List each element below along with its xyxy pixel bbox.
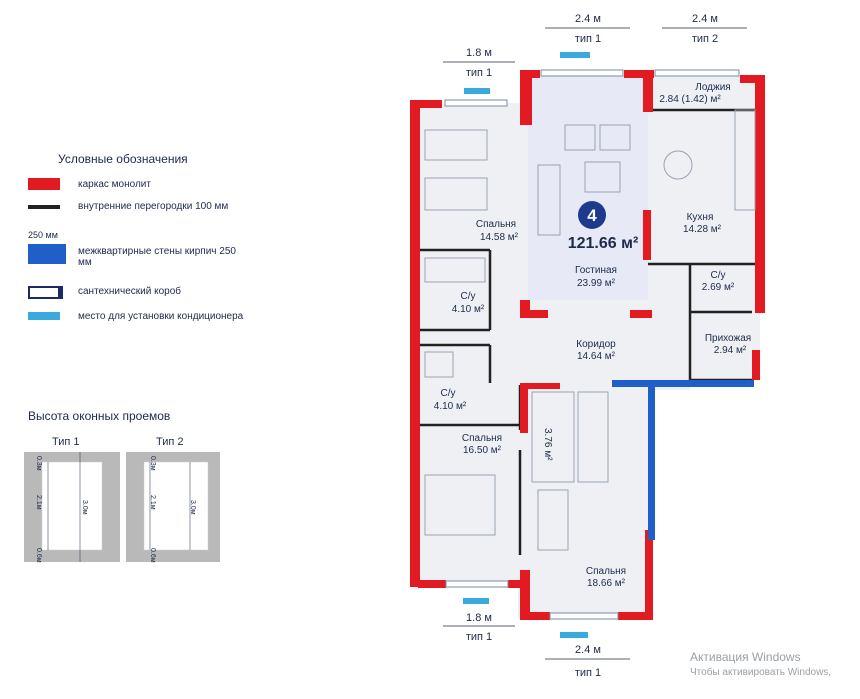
window-3-type: тип 1 bbox=[466, 67, 492, 79]
window-2-width: 2.4 м bbox=[692, 13, 718, 25]
room-kitchen-area: 14.28 м² bbox=[683, 224, 722, 235]
room-wc3-name: С/у bbox=[441, 388, 456, 399]
legend-label-monolith: каркас монолит bbox=[78, 179, 151, 190]
legend-item-partitions: внутренние перегородки 100 мм bbox=[28, 201, 288, 225]
legend-label-partitions: внутренние перегородки 100 мм bbox=[78, 201, 229, 212]
room-wc2-name: С/у bbox=[461, 291, 476, 302]
room-corridor-area: 14.64 м² bbox=[577, 351, 616, 362]
monolith-walls bbox=[410, 70, 765, 620]
legend-item-brick: 250 мм межквартирные стены кирпич 250 мм bbox=[28, 230, 288, 268]
room-living-area: 23.99 м² bbox=[577, 278, 616, 289]
window-2-type: тип 2 bbox=[692, 33, 718, 45]
room-hall-area: 2.94 м² bbox=[714, 345, 747, 356]
window-4-width: 1.8 м bbox=[466, 612, 492, 624]
legend-item-monolith: каркас монолит bbox=[28, 178, 288, 202]
legend-brick-note: 250 мм bbox=[28, 230, 58, 240]
room-loggia-area: 2.84 (1.42) м² bbox=[659, 94, 721, 105]
window-type-2-label: Тип 2 bbox=[156, 436, 184, 448]
room-corridor-name: Коридор bbox=[576, 339, 616, 350]
brick-walls bbox=[612, 380, 754, 540]
room-closet-area: 3.76 м² bbox=[542, 428, 553, 461]
legend-label-ac: место для установки кондиционера bbox=[78, 311, 244, 322]
room-bedroom2-name: Спальня bbox=[462, 433, 502, 444]
room-bedroom1-name: Спальня bbox=[476, 219, 516, 230]
room-loggia-name: Лоджия bbox=[695, 82, 730, 93]
window-type-1-diagram bbox=[24, 452, 120, 562]
window-3-width: 1.8 м bbox=[466, 47, 492, 59]
room-living-name: Гостиная bbox=[575, 265, 617, 276]
black-line-icon bbox=[28, 205, 60, 209]
room-kitchen-name: Кухня bbox=[687, 212, 714, 223]
window-heights-title: Высота оконных проемов bbox=[28, 409, 171, 423]
room-bedroom1-area: 14.58 м² bbox=[480, 232, 519, 243]
rooms-count-badge bbox=[578, 201, 606, 229]
window-1-type: тип 1 bbox=[575, 33, 601, 45]
ac-markers bbox=[463, 52, 590, 638]
room-wc3-area: 4.10 м² bbox=[434, 401, 467, 412]
shaft-box-icon bbox=[28, 286, 63, 299]
legend-item-ac: место для установки кондиционера bbox=[28, 310, 288, 334]
blue-block-icon bbox=[28, 244, 66, 264]
legend-label-brick: межквартирные стены кирпич 250 мм bbox=[78, 246, 236, 268]
room-wc1-name: С/у bbox=[711, 270, 726, 281]
window-dimensions: 2.4 м тип 1 2.4 м тип 2 1.8 м тип 1 1.8 … bbox=[443, 13, 747, 679]
red-swatch-icon bbox=[28, 178, 60, 190]
watermark-line2: Чтобы активировать Windows, bbox=[690, 667, 832, 678]
window-type-2-diagram bbox=[126, 452, 220, 562]
window-5-width: 2.4 м bbox=[575, 644, 601, 656]
room-bedroom2-area: 16.50 м² bbox=[463, 445, 502, 456]
window-type-1-label: Тип 1 bbox=[52, 436, 80, 448]
room-bedroom3-name: Спальня bbox=[586, 566, 626, 577]
window-4-type: тип 1 bbox=[466, 631, 492, 643]
window-5-type: тип 1 bbox=[575, 667, 601, 679]
rooms-count: 4 bbox=[587, 206, 597, 225]
legend-title: Условные обозначения bbox=[58, 152, 188, 166]
legend-item-shaft: сантехнический короб bbox=[28, 285, 288, 309]
furniture bbox=[424, 109, 756, 551]
apartment-marker: 4 121.66 м² bbox=[568, 201, 639, 252]
room-bedroom3-area: 18.66 м² bbox=[587, 578, 626, 589]
total-area: 121.66 м² bbox=[568, 235, 639, 252]
window-heights-diagram bbox=[24, 452, 220, 562]
legend-label-shaft: сантехнический короб bbox=[78, 286, 181, 297]
window-1-width: 2.4 м bbox=[575, 13, 601, 25]
room-wc1-area: 2.69 м² bbox=[702, 282, 735, 293]
room-labels: Лоджия 2.84 (1.42) м² Спальня 14.58 м² К… bbox=[434, 82, 751, 589]
room-wc2-area: 4.10 м² bbox=[452, 304, 485, 315]
window-openings bbox=[444, 69, 740, 620]
room-hall-name: Прихожая bbox=[705, 333, 751, 344]
watermark-line1: Активация Windows bbox=[690, 650, 801, 664]
ac-swatch-icon bbox=[28, 312, 60, 320]
